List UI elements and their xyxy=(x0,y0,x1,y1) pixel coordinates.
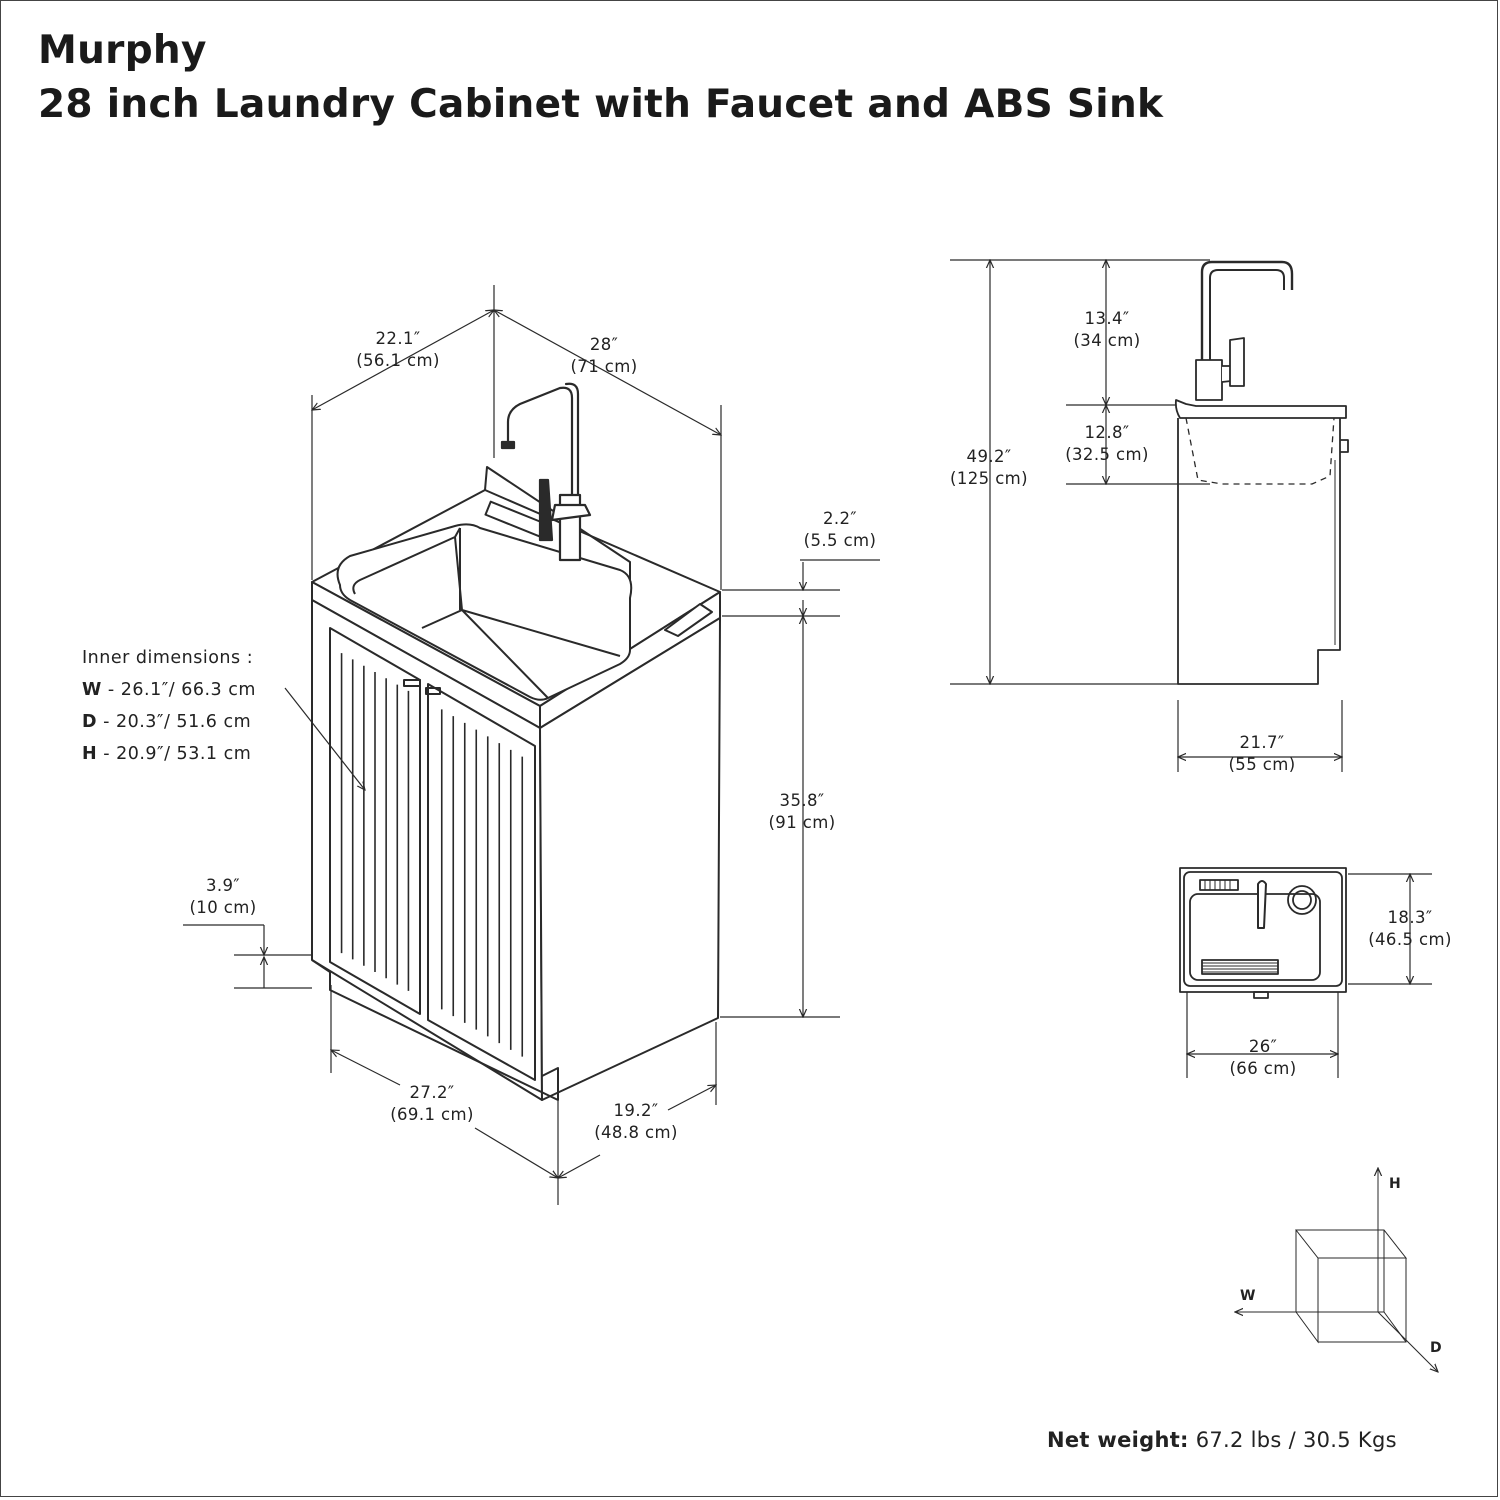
inner-dimension-height: H - 20.9″/ 53.1 cm xyxy=(82,744,252,764)
axis-label-d: D xyxy=(1430,1340,1442,1356)
inner-dimension-width: W - 26.1″/ 66.3 cm xyxy=(82,680,256,700)
iso-dimension-lines xyxy=(183,285,880,1205)
inner-dimension-depth: D - 20.3″/ 51.6 cm xyxy=(82,712,252,732)
sink-basin xyxy=(338,502,712,700)
door-slats-left xyxy=(342,653,409,991)
axis-label-h: H xyxy=(1389,1176,1401,1192)
side-countertop xyxy=(1176,400,1346,418)
toe-kick xyxy=(312,960,558,1100)
product-name-title: 28 inch Laundry Cabinet with Faucet and … xyxy=(38,82,1164,127)
top-view-drawing xyxy=(1180,868,1346,998)
dim-label-base-width: 27.2″(69.1 cm) xyxy=(390,1083,474,1124)
side-faucet xyxy=(1202,262,1292,400)
dim-label-cabinet-height: 35.8″(91 cm) xyxy=(768,791,836,832)
cabinet-side-face xyxy=(540,618,720,1100)
side-sink-hidden xyxy=(1186,418,1334,484)
door-handle-left xyxy=(404,680,420,686)
dim-label-faucet-height: 13.4″(34 cm) xyxy=(1073,309,1141,350)
dim-label-side-depth: 21.7″(55 cm) xyxy=(1228,733,1296,774)
net-weight: Net weight: 67.2 lbs / 30.5 Kgs xyxy=(1047,1428,1397,1452)
side-view-drawing xyxy=(1176,262,1348,684)
dim-label-sink-top-depth: 18.3″(46.5 cm) xyxy=(1368,908,1452,949)
dim-label-toe-kick: 3.9″(10 cm) xyxy=(189,876,257,917)
door-right xyxy=(428,684,535,1080)
axis-cube-diagram xyxy=(1235,1168,1438,1372)
door-slats-right xyxy=(442,709,523,1056)
dim-label-base-depth: 19.2″(48.8 cm) xyxy=(594,1101,678,1142)
axis-label-w: W xyxy=(1240,1288,1256,1304)
product-brand-title: Murphy xyxy=(38,28,207,73)
dim-label-total-height: 49.2″(125 cm) xyxy=(950,447,1028,488)
inner-dimensions-heading: Inner dimensions : xyxy=(82,648,254,668)
dim-label-sink-depth: 12.8″(32.5 cm) xyxy=(1065,423,1149,464)
dim-label-sink-top-width: 26″(66 cm) xyxy=(1229,1037,1297,1078)
side-dimension-lines xyxy=(950,260,1342,772)
dim-label-top-width: 28″(71 cm) xyxy=(570,335,638,376)
dim-label-countertop: 2.2″(5.5 cm) xyxy=(803,509,877,550)
top-dimension-lines xyxy=(1187,874,1432,1078)
side-cabinet-outline xyxy=(1178,418,1340,684)
dim-label-top-depth: 22.1″(56.1 cm) xyxy=(356,329,440,370)
door-handle-right xyxy=(426,688,440,694)
